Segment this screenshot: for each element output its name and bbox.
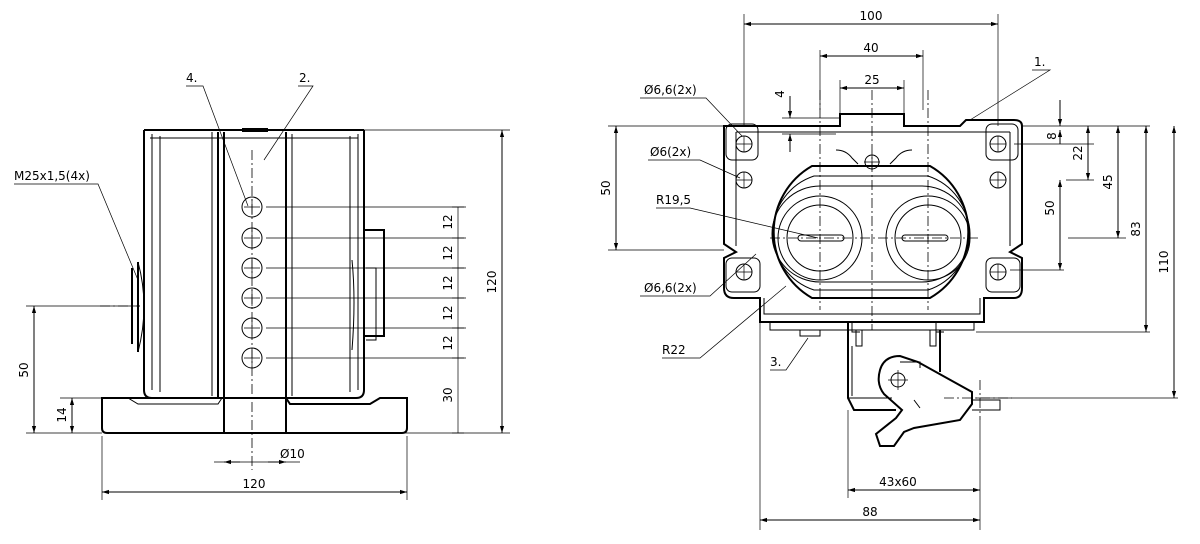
left-view [14,85,510,500]
label-thread: M25x1,5(4x) [14,169,90,183]
dim-dia-10: Ø10 [280,447,305,461]
label-d66-top: Ø6,6(2x) [644,83,697,97]
dim-h50-right: 50 [1043,200,1057,215]
dim-h50-left: 50 [599,180,613,195]
dim-width-120: 120 [243,477,266,491]
dim-pitch-5: 12 [441,335,455,350]
mounting-holes [725,123,1021,293]
right-view [608,14,1178,530]
dim-w4: 4 [773,90,787,98]
label-item3: 3. [770,355,781,369]
dim-pitch-2: 12 [441,245,455,260]
dim-pitch-1: 12 [441,214,455,229]
label-r22: R22 [662,343,686,357]
dim-height-50: 50 [17,362,31,377]
dim-h8: 8 [1045,132,1059,140]
dim-w100: 100 [860,9,883,23]
dim-height-14: 14 [55,407,69,422]
dim-w43x60: 43x60 [879,475,917,489]
label-d6: Ø6(2x) [650,145,691,159]
housing-outline [723,113,1023,323]
dim-h83: 83 [1129,221,1143,236]
dim-base-30: 30 [441,387,455,402]
label-r195: R19,5 [656,193,691,207]
dim-h22: 22 [1071,145,1085,160]
dim-w25: 25 [864,73,879,87]
left-tower [143,130,219,399]
base-plate [101,397,408,434]
dim-pitch-3: 12 [441,275,455,290]
lever-arm [874,354,973,447]
actuator-body [847,322,941,411]
outer-oval [772,165,970,299]
dim-h110: 110 [1157,251,1171,274]
dim-height-120: 120 [485,271,499,294]
label-d66-bottom: Ø6,6(2x) [644,281,697,295]
dim-pitch-4: 12 [441,305,455,320]
right-tower [286,130,365,399]
label-item1: 1. [1034,55,1045,69]
dim-w40: 40 [863,41,878,55]
dim-h45: 45 [1101,174,1115,189]
label-item2: 2. [299,71,310,85]
dim-w88: 88 [862,505,877,519]
label-item4: 4. [186,71,197,85]
